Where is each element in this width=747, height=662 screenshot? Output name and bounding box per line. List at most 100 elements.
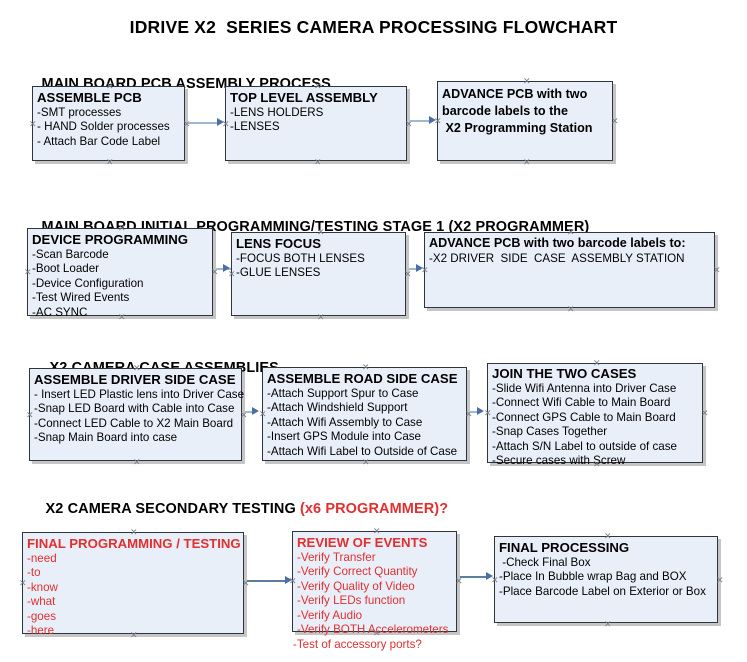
node-top-level-assembly[interactable]: TOP LEVEL ASSEMBLY -LENS HOLDERS -LENSES xyxy=(225,86,407,161)
node-lens-focus[interactable]: LENS FOCUS -FOCUS BOTH LENSES -GLUE LENS… xyxy=(231,232,406,316)
node-title: REVIEW OF EVENTS xyxy=(297,535,428,550)
section-header-text: X2 CAMERA SECONDARY TESTING xyxy=(45,501,300,517)
node-title: ASSEMBLE PCB xyxy=(37,90,142,105)
node-line: -Snap Cases Together xyxy=(492,425,608,439)
node-line: -Attach Support Spur to Case xyxy=(267,386,419,400)
node-line: -know xyxy=(27,580,58,594)
connector-final-programming-to-review-of-events xyxy=(247,580,289,582)
handle-bottom-icon[interactable] xyxy=(604,621,611,628)
handle-left-icon[interactable] xyxy=(29,121,36,128)
node-title: FINAL PROCESSING xyxy=(499,540,630,555)
node-final-processing[interactable]: FINAL PROCESSING -Check Final Box -Place… xyxy=(494,536,718,623)
handle-top-icon[interactable] xyxy=(567,229,574,236)
handle-top-icon[interactable] xyxy=(106,83,113,90)
node-device-programming[interactable]: DEVICE PROGRAMMING -Scan Barcode -Boot L… xyxy=(24,225,213,319)
handle-left-icon[interactable] xyxy=(24,269,31,276)
handle-left-icon[interactable] xyxy=(228,271,235,278)
node-line: barcode labels to the xyxy=(442,104,568,118)
handle-left-icon[interactable] xyxy=(259,411,266,418)
handle-right-icon[interactable] xyxy=(211,269,218,276)
node-final-programming-testing[interactable]: FINAL PROGRAMMING / TESTING -need -to -k… xyxy=(19,529,244,637)
node-line: -Attach Wifi Assembly to Case xyxy=(267,415,423,429)
handle-top-icon[interactable] xyxy=(604,533,611,540)
node-line: -Snap Main Board into case xyxy=(34,431,178,445)
handle-bottom-icon[interactable] xyxy=(523,159,530,166)
node-title: ASSEMBLE ROAD SIDE CASE xyxy=(267,371,458,386)
arrowhead-icon xyxy=(416,264,423,272)
node-line: -Connect Wifi Cable to Main Board xyxy=(492,396,671,410)
node-line: -Attach S/N Label to outside of case xyxy=(492,439,677,453)
handle-bottom-icon[interactable] xyxy=(593,461,600,468)
node-line: -Insert GPS Module into Case xyxy=(267,430,422,444)
node-line: -Place In Bubble wrap Bag and BOX xyxy=(499,570,687,584)
handle-top-icon[interactable] xyxy=(373,528,380,535)
handle-right-icon[interactable] xyxy=(611,118,618,125)
node-line: -Place Barcode Label on Exterior or Box xyxy=(499,584,706,598)
handle-right-icon[interactable] xyxy=(713,267,720,274)
connector-lens-focus-to-advance-pcb xyxy=(409,268,421,270)
node-line: -to xyxy=(27,566,41,580)
node-line: -FOCUS BOTH LENSES xyxy=(236,251,365,265)
node-line: -Verify BOTH Accelerometers xyxy=(297,623,449,637)
node-line: -Secure cases with Screw xyxy=(492,454,626,468)
node-line: -Connect GPS Cable to Main Board xyxy=(492,410,676,424)
arrowhead-icon xyxy=(285,576,292,584)
handle-top-icon[interactable] xyxy=(317,229,324,236)
arrowhead-icon xyxy=(429,116,436,124)
handle-bottom-icon[interactable] xyxy=(362,459,369,466)
handle-right-icon[interactable] xyxy=(404,271,411,278)
handle-right-icon[interactable] xyxy=(405,121,412,128)
connector-review-of-events-to-final-processing xyxy=(460,576,490,578)
arrowhead-icon xyxy=(252,407,259,415)
node-line: -Check Final Box xyxy=(499,555,591,569)
handle-top-icon[interactable] xyxy=(130,529,137,536)
handle-top-icon[interactable] xyxy=(523,78,530,85)
node-title: ASSEMBLE DRIVER SIDE CASE xyxy=(34,372,236,387)
node-line: -Attach Windshield Support xyxy=(267,401,408,415)
node-line: -Connect LED Cable to X2 Main Board xyxy=(34,416,234,430)
handle-right-icon[interactable] xyxy=(455,578,462,585)
arrowhead-icon xyxy=(223,264,230,272)
handle-bottom-icon[interactable] xyxy=(133,459,140,466)
handle-left-icon[interactable] xyxy=(26,412,33,419)
node-assemble-road-side-case[interactable]: ASSEMBLE ROAD SIDE CASE -Attach Support … xyxy=(262,367,467,461)
handle-bottom-icon[interactable] xyxy=(373,630,380,637)
handle-right-icon[interactable] xyxy=(701,410,708,417)
handle-right-icon[interactable] xyxy=(240,412,247,419)
handle-bottom-icon[interactable] xyxy=(106,159,113,166)
handle-top-icon[interactable] xyxy=(133,365,140,372)
node-line: - Insert LED Plastic lens into Driver Ca… xyxy=(34,387,245,401)
handle-right-icon[interactable] xyxy=(716,577,723,584)
node-title: DEVICE PROGRAMMING xyxy=(32,232,189,247)
node-join-the-two-cases[interactable]: JOIN THE TWO CASES -Slide Wifi Antenna i… xyxy=(484,360,703,467)
connector-driver-case-to-road-case xyxy=(245,411,255,413)
node-line: -LENSES xyxy=(230,120,280,134)
handle-bottom-icon[interactable] xyxy=(118,314,125,321)
handle-top-icon[interactable] xyxy=(362,364,369,371)
handle-top-icon[interactable] xyxy=(118,225,125,232)
handle-left-icon[interactable] xyxy=(484,410,491,417)
handle-top-icon[interactable] xyxy=(314,83,321,90)
node-assemble-pcb[interactable]: ASSEMBLE PCB -SMT processes - HAND Solde… xyxy=(32,86,185,161)
handle-top-icon[interactable] xyxy=(593,360,600,367)
node-line: -need xyxy=(27,551,57,565)
node-line: -X2 DRIVER SIDE CASE ASSEMBLY STATION xyxy=(429,251,685,265)
node-advance-pcb-to-x2-programming-station[interactable]: ADVANCE PCB with two barcode labels to t… xyxy=(437,81,613,161)
node-review-of-events[interactable]: REVIEW OF EVENTS -Verify Transfer -Verif… xyxy=(292,528,457,651)
node-line: -what xyxy=(27,595,56,609)
handle-bottom-icon[interactable] xyxy=(567,306,574,313)
connector-road-case-to-join-cases xyxy=(470,411,480,413)
node-line: -here xyxy=(27,624,55,638)
handle-bottom-icon[interactable] xyxy=(314,159,321,166)
node-title: LENS FOCUS xyxy=(236,236,321,251)
handle-bottom-icon[interactable] xyxy=(317,314,324,321)
node-line: -Verify LEDs function xyxy=(297,594,406,608)
node-line: -Test Wired Events xyxy=(32,291,130,305)
node-line: -Verify Quality of Video xyxy=(297,579,415,593)
node-line: - Attach Bar Code Label xyxy=(37,134,161,148)
node-assemble-driver-side-case[interactable]: ASSEMBLE DRIVER SIDE CASE - Insert LED P… xyxy=(26,365,245,461)
arrowhead-icon xyxy=(217,118,224,126)
node-advance-pcb-to-driver-side-case-assembly[interactable]: ADVANCE PCB with two barcode labels to: … xyxy=(424,232,715,308)
handle-bottom-icon[interactable] xyxy=(130,632,137,639)
handle-left-icon[interactable] xyxy=(19,580,26,587)
